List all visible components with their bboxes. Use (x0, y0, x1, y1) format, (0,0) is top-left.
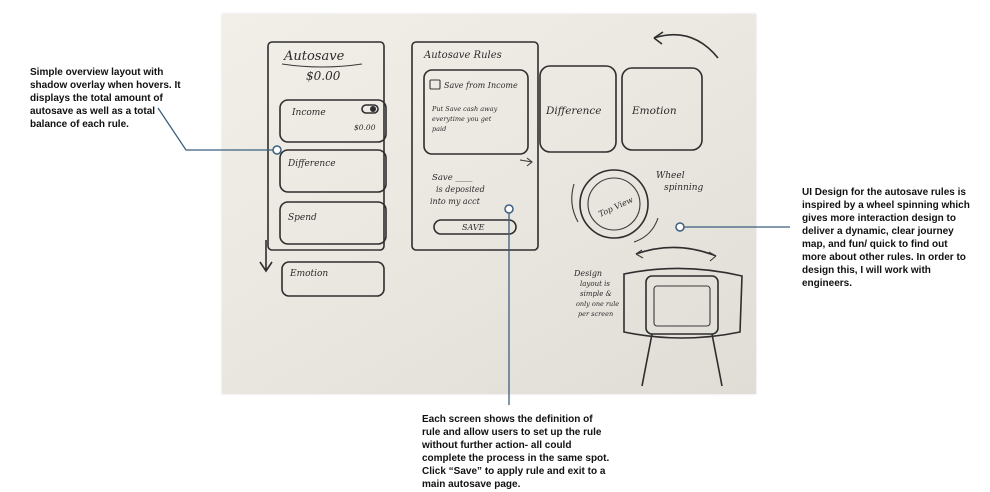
wheel-label-1: Wheel (656, 171, 685, 181)
annotation-wheel-design: UI Design for the autosave rules is insp… (802, 186, 970, 290)
difference-card (280, 150, 386, 192)
card-emotion: Emotion (631, 105, 677, 117)
screen1-total: $0.00 (306, 69, 341, 83)
card-line-2: everytime you get (432, 115, 492, 123)
screen1-title: Autosave (283, 49, 345, 64)
svg-text:simple &: simple & (580, 290, 612, 298)
svg-text:only one rule: only one rule (576, 300, 619, 308)
form-line-3: into my acct (430, 197, 481, 206)
rule-emotion: Emotion (289, 269, 328, 279)
scroll-down-arrow (260, 240, 272, 271)
swipe-arrow (654, 35, 718, 58)
annotation-overview: Simple overview layout with shadow overl… (30, 66, 185, 131)
sketch-design-note: Design layout is simple & only one rule … (573, 269, 619, 318)
card-title: Save from Income (444, 81, 518, 90)
sketch-drawing: Autosave $0.00 Income $0.00 Difference S… (222, 14, 756, 394)
screen2-title: Autosave Rules (423, 50, 502, 61)
save-button-label: SAVE (462, 223, 485, 232)
wheel-label-2: spinning (664, 183, 704, 193)
card-line-3: paid (432, 125, 446, 133)
rule-spend: Spend (288, 213, 317, 223)
sketch-wheel: Top View Wheel spinning (572, 170, 704, 242)
sketch-screen-cards: Difference Emotion (540, 32, 718, 152)
svg-text:layout is: layout is (580, 280, 610, 288)
sketch-photo: Autosave $0.00 Income $0.00 Difference S… (222, 14, 756, 394)
form-line-2: is deposited (436, 185, 485, 194)
emotion-card (282, 262, 384, 296)
income-card (280, 100, 386, 142)
card-line-1: Put Save cash away (431, 105, 498, 113)
sketch-device (624, 247, 742, 386)
svg-text:per screen: per screen (578, 310, 613, 318)
form-line-1: Save ____ (432, 173, 473, 183)
annotation-rule-screen: Each screen shows the definition of rule… (422, 413, 610, 491)
sketch-screen-rules: Autosave Rules Save from Income Put Save… (412, 42, 538, 250)
svg-text:Design: Design (573, 269, 602, 278)
income-amount: $0.00 (354, 123, 376, 132)
card-difference: Difference (545, 105, 602, 117)
rule-difference: Difference (287, 159, 336, 169)
rule-income: Income (291, 108, 326, 118)
sketch-screen-overview: Autosave $0.00 Income $0.00 Difference S… (260, 42, 386, 296)
spend-card (280, 202, 386, 244)
wheel-center-label: Top View (597, 195, 634, 219)
